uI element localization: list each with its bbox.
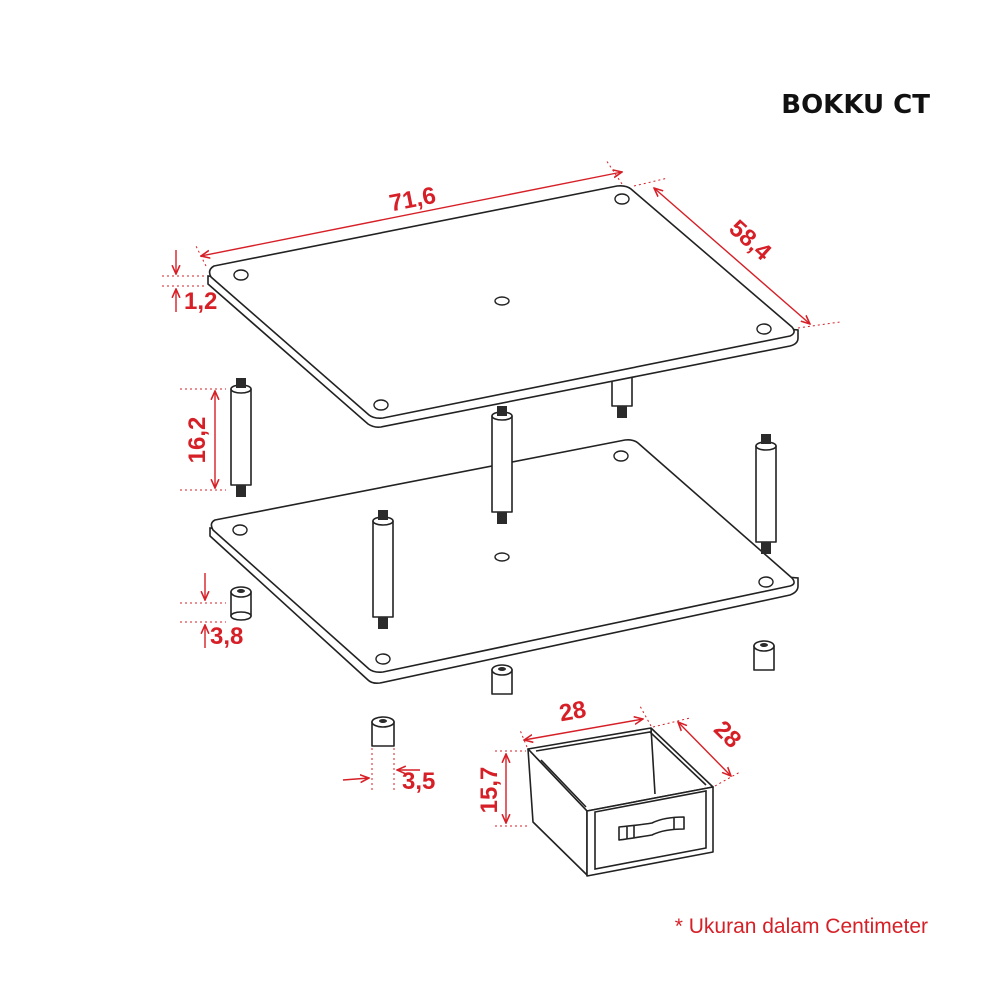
dim-top-width [633, 177, 841, 329]
label-top-thickness: 1,2 [184, 288, 217, 315]
dim-foot-height [180, 573, 226, 648]
top-panel [207, 185, 799, 428]
drawer [527, 727, 714, 877]
label-drawer-width: 28 [557, 696, 588, 727]
label-drawer-height: 15,7 [476, 767, 503, 814]
dim-drawer-width [519, 705, 652, 748]
foot-front [371, 716, 395, 747]
dim-drawer-depth [652, 717, 741, 787]
dim-drawer-height [495, 750, 530, 827]
foot-center [491, 664, 513, 695]
dim-leg-height [180, 388, 226, 491]
leg-left [230, 378, 252, 497]
leg-center [491, 406, 513, 524]
drawer-handle [618, 816, 685, 841]
label-leg-height: 16,2 [184, 417, 211, 464]
lower-panel [209, 439, 799, 684]
foot-right [753, 640, 775, 671]
dim-top-thickness [162, 250, 204, 312]
leg-right [755, 434, 777, 554]
label-foot-diameter: 3,5 [402, 768, 435, 795]
units-footnote: * Ukuran dalam Centimeter [675, 915, 928, 938]
label-top-width: 58,4 [724, 215, 777, 267]
label-foot-height: 3,8 [210, 623, 243, 650]
dim-top-length [195, 159, 622, 267]
foot-left [230, 586, 252, 621]
page-title: BOKKU CT [781, 90, 930, 120]
leg-front [372, 510, 394, 629]
dim-foot-diameter [342, 748, 420, 792]
label-drawer-depth: 28 [708, 716, 746, 754]
label-top-length: 71,6 [387, 182, 438, 217]
